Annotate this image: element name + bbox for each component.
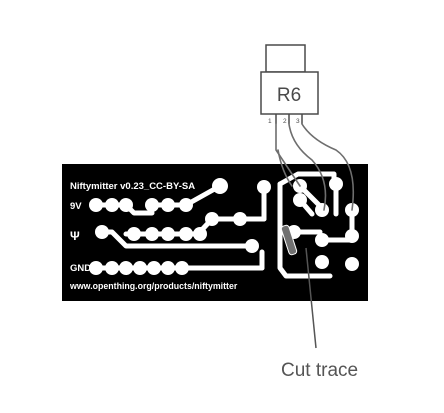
wire-pin-2 xyxy=(288,123,327,211)
regulator-body xyxy=(260,71,319,115)
pad xyxy=(105,198,119,212)
pad xyxy=(179,227,193,241)
wire-pin-1-b xyxy=(277,149,293,187)
pad xyxy=(89,261,103,275)
pad xyxy=(119,198,133,212)
pad xyxy=(257,180,271,194)
label-9v: 9V xyxy=(70,201,82,212)
wire-pin-1 xyxy=(275,123,301,187)
pad xyxy=(212,178,228,194)
pad xyxy=(233,212,247,226)
pad xyxy=(315,233,329,247)
board-title: Niftymitter v0.23_CC-BY-SA xyxy=(70,181,195,192)
pad xyxy=(147,261,161,275)
pad xyxy=(133,261,147,275)
pad xyxy=(145,198,159,212)
trace-right-loop xyxy=(277,181,333,279)
pin-label-1: 1 xyxy=(268,118,272,125)
regulator-tab xyxy=(265,44,306,73)
cut-mark xyxy=(280,224,298,256)
pads xyxy=(89,177,359,275)
pad xyxy=(245,239,259,253)
pad xyxy=(205,212,219,226)
antenna-icon: Ψ xyxy=(70,229,80,243)
pad xyxy=(175,261,189,275)
pin-label-2: 2 xyxy=(283,118,287,125)
pad xyxy=(161,261,175,275)
pin-label-3: 3 xyxy=(296,118,300,125)
pad xyxy=(119,261,133,275)
pad xyxy=(89,198,103,212)
pad xyxy=(329,177,343,191)
callout-label: Cut trace xyxy=(281,360,358,381)
pad xyxy=(345,229,359,243)
regulator-label: R6 xyxy=(277,85,301,106)
regulator-r6: R6 1 2 3 xyxy=(260,44,319,125)
pad xyxy=(161,198,175,212)
label-gnd: GND xyxy=(70,263,91,274)
pad xyxy=(179,198,193,212)
pad xyxy=(345,257,359,271)
pad xyxy=(315,203,329,217)
pad xyxy=(105,261,119,275)
pad xyxy=(161,227,175,241)
pad xyxy=(127,227,141,241)
pad xyxy=(95,225,109,239)
pad xyxy=(193,227,207,241)
board-url: www.openthing.org/products/niftymitter xyxy=(69,281,238,291)
pad xyxy=(315,255,329,269)
pad xyxy=(145,227,159,241)
wire-pin-3 xyxy=(301,123,355,211)
callout-pointer xyxy=(305,247,317,349)
pad xyxy=(293,193,307,207)
wires xyxy=(275,123,355,211)
